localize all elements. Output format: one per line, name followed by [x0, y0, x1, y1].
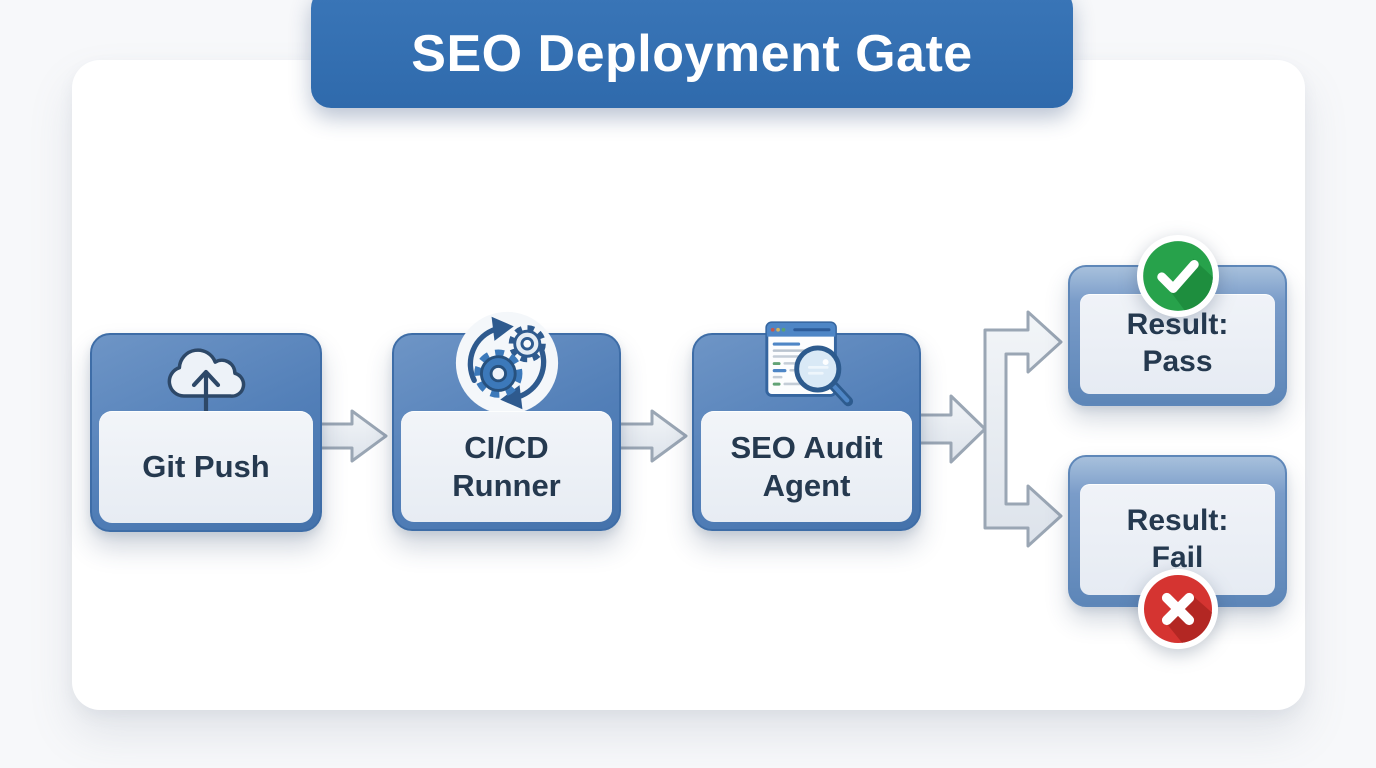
node-cicd-runner: CI/CD Runner: [392, 311, 621, 531]
node-label-seo-audit-agent: SEO Audit Agent: [730, 430, 883, 503]
node-result-pass: Result: Pass: [1068, 234, 1287, 406]
node-body: CI/CD Runner: [401, 411, 612, 522]
page-title: SEO Deployment Gate: [411, 25, 973, 83]
title-banner: SEO Deployment Gate: [311, 0, 1073, 108]
arrow-seo-to-fork: [915, 394, 987, 464]
cloud-upload-icon: [160, 339, 252, 422]
node-seo-audit-agent: SEO Audit Agent: [692, 321, 921, 531]
node-body: Git Push: [99, 411, 313, 523]
x-circle-icon: [1137, 568, 1219, 655]
node-label-git-push: Git Push: [142, 449, 270, 485]
fork-branch-arrows: [983, 310, 1063, 548]
node-label-result-pass: Result: Pass: [1126, 308, 1229, 378]
node-body: SEO Audit Agent: [701, 411, 912, 522]
sync-gears-icon: [453, 309, 561, 422]
arrow-cicd-to-seo: [616, 409, 688, 463]
browser-seo-magnifier-icon: [758, 318, 856, 421]
node-label-cicd-runner: CI/CD Runner: [452, 430, 561, 503]
node-label-result-fail: Result: Fail: [1126, 503, 1229, 574]
node-result-fail: Result: Fail: [1068, 455, 1287, 650]
check-circle-icon: [1136, 234, 1220, 323]
node-git-push: Git Push: [90, 333, 322, 532]
arrow-git-to-cicd: [316, 409, 388, 463]
